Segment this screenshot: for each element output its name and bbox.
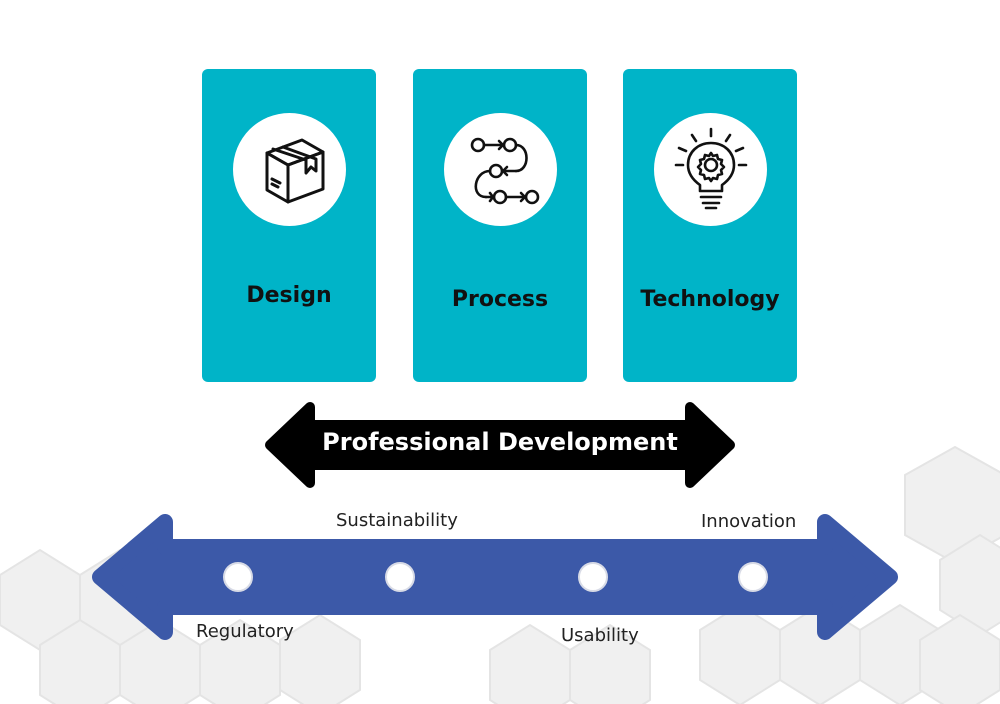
card-technology: Technology (623, 69, 797, 382)
card-process: Process (413, 69, 587, 382)
icon-circle (654, 113, 767, 226)
label-regulatory: Regulatory (196, 621, 294, 642)
professional-development-arrow (265, 402, 735, 488)
professional-development-label: Professional Development (322, 428, 678, 456)
timeline-dot-innovation (738, 562, 768, 592)
card-label: Process (451, 287, 549, 312)
icon-circle (233, 113, 346, 226)
label-sustainability: Sustainability (336, 510, 458, 531)
label-usability: Usability (561, 625, 639, 646)
lightbulb-gear-icon (674, 127, 747, 209)
card-label: Design (246, 283, 332, 308)
package-box-icon (265, 138, 324, 203)
icon-circle (444, 113, 557, 226)
timeline-dot-usability (578, 562, 608, 592)
process-flow-icon (470, 137, 539, 204)
timeline-arrow (92, 514, 898, 640)
label-innovation: Innovation (701, 511, 797, 532)
card-design: Design (202, 69, 376, 382)
timeline-dot-sustainability (385, 562, 415, 592)
card-label: Technology (640, 287, 780, 312)
timeline-dot-regulatory (223, 562, 253, 592)
